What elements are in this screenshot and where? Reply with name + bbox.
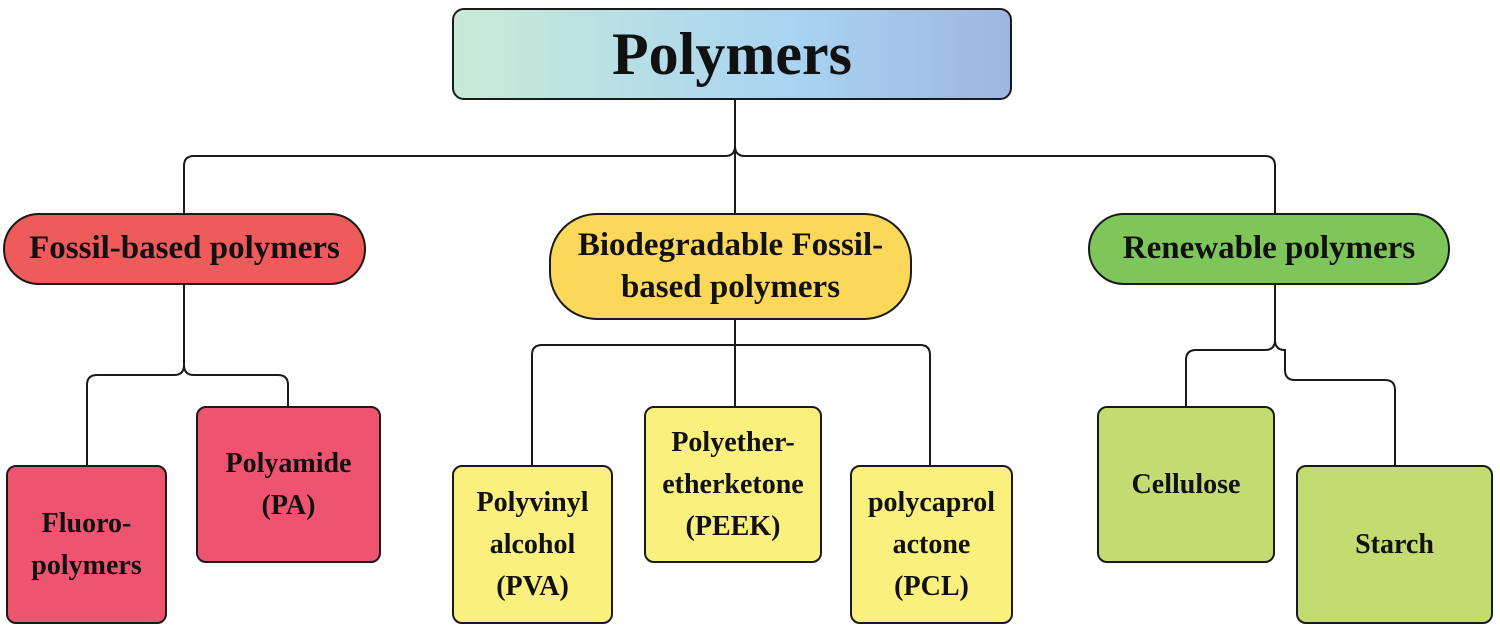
node-renewable-polymers: Renewable polymers <box>1088 213 1450 285</box>
connector-root-to-categories <box>183 100 1276 213</box>
node-renew-label-line: Renewable polymers <box>1122 230 1416 267</box>
node-pa-line-2: (PA) <box>261 489 316 521</box>
node-biodegradable-fossil-based-polymers: Biodegradable Fossil- based polymers <box>549 213 912 320</box>
node-starch: Starch <box>1296 465 1493 624</box>
node-bio-label-line-1: Biodegradable Fossil- <box>577 227 884 264</box>
node-peek-line-2: etherketone <box>662 468 804 500</box>
node-polycaprolactone: polycaprol actone (PCL) <box>850 465 1013 624</box>
node-pva-line-2: alcohol <box>489 528 576 560</box>
node-fluoro-line-1: Fluoro- <box>41 507 132 539</box>
node-bio-label-line-2: based polymers <box>620 268 841 305</box>
node-pva-line-1: Polyvinyl <box>476 486 589 518</box>
node-polyvinyl-alcohol: Polyvinyl alcohol (PVA) <box>452 465 613 624</box>
node-cellulose: Cellulose <box>1097 406 1275 563</box>
node-peek-line-1: Polyether- <box>671 426 795 458</box>
node-fossil-based-polymers: Fossil-based polymers <box>3 213 366 285</box>
connector-fossil-to-leaves <box>86 285 289 465</box>
node-cellulose-line: Cellulose <box>1131 468 1241 500</box>
node-pva-line-3: (PVA) <box>496 570 569 602</box>
connector-renew-to-leaves <box>1185 285 1396 465</box>
node-polyamide: Polyamide (PA) <box>196 406 381 563</box>
node-pcl-line-3: (PCL) <box>894 570 969 602</box>
node-pcl-line-2: actone <box>892 528 971 560</box>
node-pa-line-1: Polyamide <box>225 447 352 479</box>
node-fluoropolymers: Fluoro- polymers <box>6 465 167 624</box>
node-fossil-label-line: Fossil-based polymers <box>29 230 340 267</box>
node-pcl-line-1: polycaprol <box>867 486 996 518</box>
node-polymers: Polymers <box>452 8 1012 100</box>
node-starch-line: Starch <box>1355 528 1434 560</box>
connector-bio-to-leaves <box>531 320 931 465</box>
node-fluoro-line-2: polymers <box>31 549 142 581</box>
node-peek-line-3: (PEEK) <box>685 510 781 542</box>
node-polymers-label: Polymers <box>612 20 852 87</box>
node-polyetheretherketone: Polyether- etherketone (PEEK) <box>644 406 822 563</box>
